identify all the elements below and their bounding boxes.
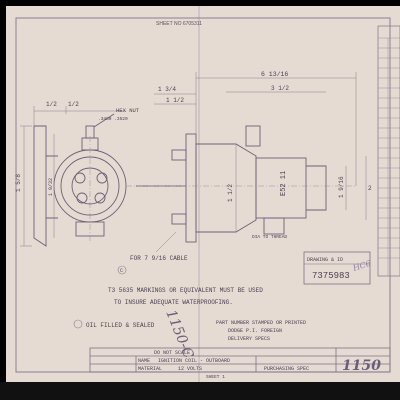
purchasing-spec: PURCHASING SPEC xyxy=(264,366,309,372)
note-oil-filled: OIL FILLED & SEALED xyxy=(86,322,155,329)
dim-left-height: 1 5/8 xyxy=(15,174,22,192)
note-c-mark: C xyxy=(120,268,123,274)
part-body-marking: E52 11 xyxy=(280,171,288,196)
reference-number: 7375983 xyxy=(312,271,350,281)
do-not-scale: DO NOT SCALE xyxy=(154,350,190,356)
dim-mid-small: 1 9/32 xyxy=(48,178,54,196)
drawing-sheet: SHEET NO 6705311 xyxy=(6,6,400,382)
material-value: 12 VOLTS xyxy=(178,366,202,372)
sheet-label: SHEET 1 xyxy=(206,374,225,380)
dim-top-center-a: 1 3/4 xyxy=(158,86,176,93)
dim-thread-note: DIA TO THREAD xyxy=(252,234,287,240)
side-view-dims xyxy=(154,72,367,232)
note-circle-1 xyxy=(117,265,127,275)
dim-left-mid: 1/2 xyxy=(68,101,79,108)
end-view-dims xyxy=(20,106,126,247)
note-paint-3: DELIVERY SPECS xyxy=(228,336,270,342)
name-value: IGNITION COIL - OUTBOARD xyxy=(158,358,230,364)
reference-label: DRAWING & ID xyxy=(307,257,343,263)
note-paint-1: PART NUMBER STAMPED OR PRINTED xyxy=(216,320,306,326)
title-block xyxy=(89,347,391,373)
material-label: MATERIAL xyxy=(138,366,162,372)
note-circle-2 xyxy=(73,319,83,329)
dim-overall-length: 6 13/16 xyxy=(261,71,288,78)
top-stamp: SHEET NO 6705311 xyxy=(156,21,202,27)
dim-far-right: 2 xyxy=(368,185,372,192)
reference-box xyxy=(303,251,371,285)
note-waterproofing-1: T3 5635 MARKINGS OR EQUIVALENT MUST BE U… xyxy=(108,287,263,294)
note-paint-2: DODGE P.I. FOREIGN xyxy=(228,328,282,334)
paper-background xyxy=(6,6,400,382)
title-part-number: 1150 xyxy=(342,358,381,374)
cable-leader xyxy=(155,231,177,253)
revision-rows xyxy=(378,37,400,276)
dim-hex-label: HEX NUT xyxy=(116,107,140,114)
dim-top-center-b: 1 1/2 xyxy=(166,97,184,104)
dim-center-dia: 1 1/2 xyxy=(227,184,234,202)
revision-column xyxy=(377,25,400,277)
dim-left-top: 1/2 xyxy=(46,101,57,108)
note-waterproofing-2: TO INSURE ADEQUATE WATERPROOFING. xyxy=(114,299,233,306)
dim-right-dia: 1 9/16 xyxy=(338,176,345,198)
side-view-centerline xyxy=(89,136,356,242)
name-label: NAME xyxy=(138,358,150,364)
dim-body-length: 3 1/2 xyxy=(271,85,289,92)
technical-drawing: SHEET NO 6705311 xyxy=(6,6,400,382)
dim-hex-values: .3480 .3520 xyxy=(98,116,128,122)
cable-note: FOR 7 9/16 CABLE xyxy=(130,255,188,262)
scan-bottom-edge xyxy=(0,382,400,400)
